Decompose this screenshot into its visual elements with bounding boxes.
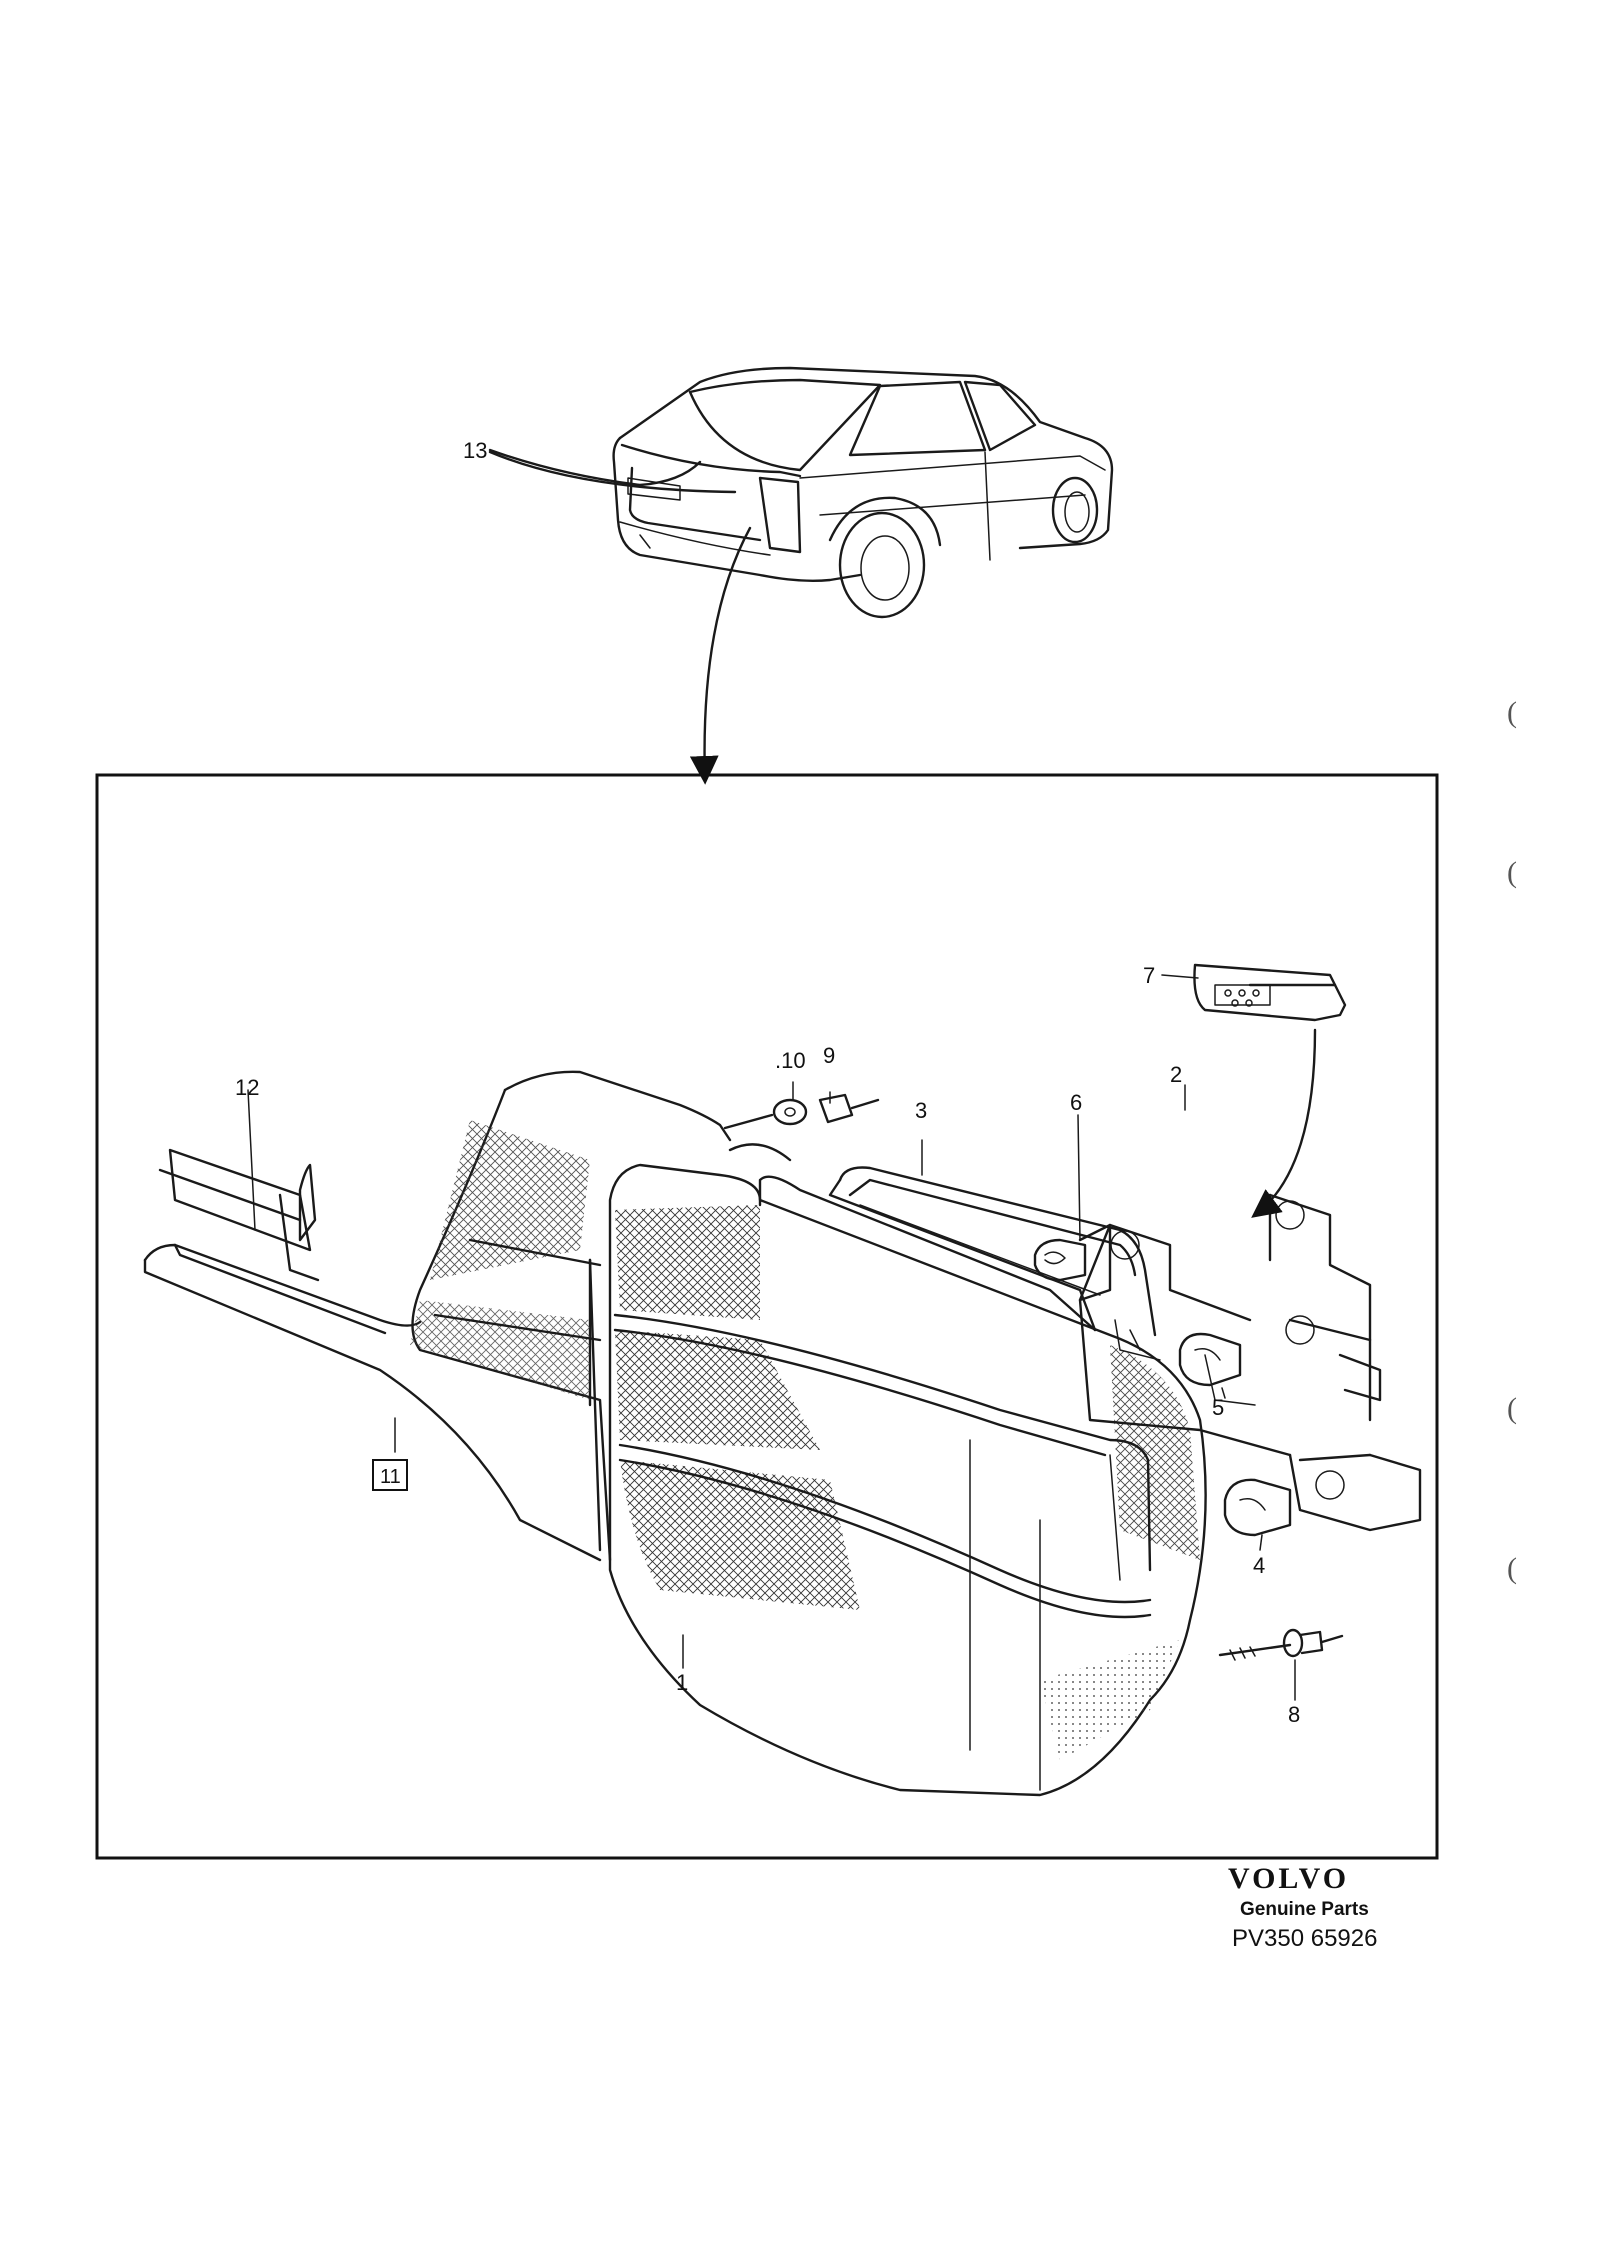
detail-frame <box>95 773 1439 1860</box>
car-overview-illustration <box>488 366 1114 785</box>
callout-10: .10 <box>775 1048 806 1073</box>
callout-13: 13 <box>463 438 487 463</box>
callout-4: 4 <box>1253 1553 1265 1578</box>
callout-9: 9 <box>823 1043 835 1068</box>
margin-mark: ( <box>1507 696 1517 729</box>
callout-12: 12 <box>235 1075 259 1100</box>
callout-3: 3 <box>915 1098 927 1123</box>
margin-mark: ( <box>1507 856 1517 889</box>
callout-11-box <box>372 1459 408 1491</box>
brand-logo-text: VOLVO <box>1228 1862 1349 1895</box>
callout-8: 8 <box>1288 1702 1300 1727</box>
callout-6: 6 <box>1070 1090 1082 1115</box>
callout-5: 5 <box>1212 1395 1224 1420</box>
margin-mark: ( <box>1507 1552 1517 1585</box>
callout-1: 1 <box>676 1670 688 1695</box>
brand-tagline: Genuine Parts <box>1240 1899 1369 1920</box>
tail-lamp-exploded-view <box>143 963 1422 1797</box>
callout-7: 7 <box>1143 963 1155 988</box>
callout-2: 2 <box>1170 1062 1182 1087</box>
margin-mark: ( <box>1507 1392 1517 1425</box>
callout-11: 11 <box>380 1466 401 1488</box>
illustration-reference: PV350 65926 <box>1232 1925 1377 1952</box>
